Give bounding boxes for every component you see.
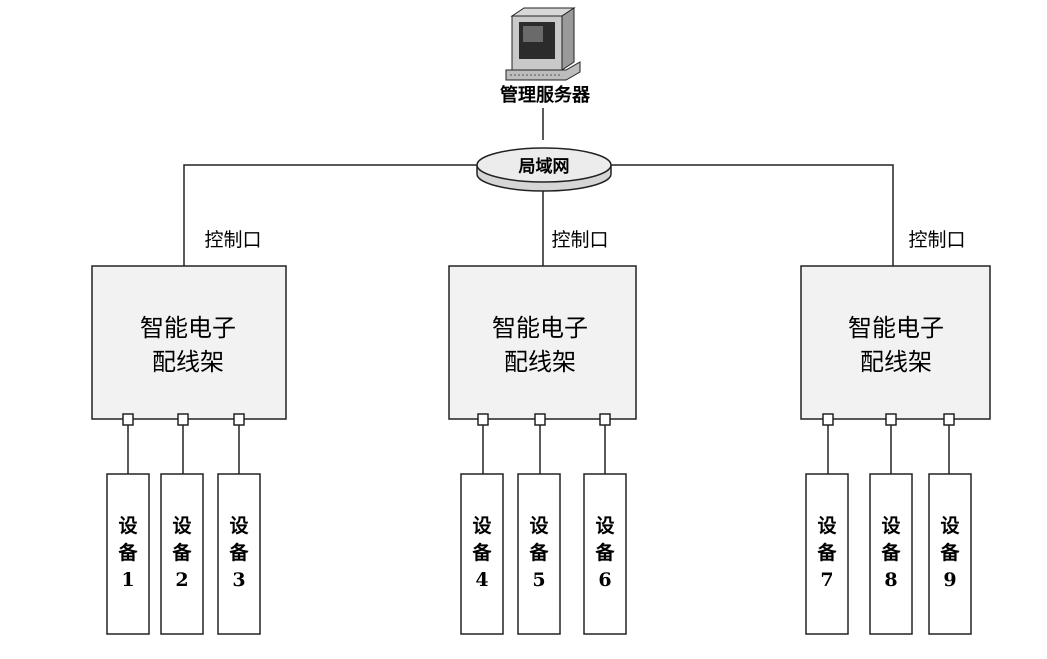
device-3-number: 3 [232,569,245,591]
device-1-char2: 备 [117,541,138,564]
control-port-label-3: 控制口 [908,229,965,251]
device-1-number: 1 [121,569,134,591]
device-labels: 设 备 1 设 备 2 设 备 3 设 备 4 设 备 5 设 备 6 设 备 … [117,515,960,591]
device-box [160,473,204,635]
patch-panel-3: 智能电子 配线架 [800,265,991,474]
device-box [217,473,261,635]
port-connector [177,413,189,426]
network-to-panel1-link [183,164,477,266]
port-connector [599,413,611,426]
panel-box [800,265,991,420]
device-3-char2: 备 [228,541,249,564]
device-5-number: 5 [532,569,545,591]
server-computer-icon [505,7,581,81]
port-connector [233,413,245,426]
port-connector [822,413,834,426]
device-7-char2: 备 [816,541,837,564]
panel-title-line2: 配线架 [504,348,576,376]
connection-lines [183,108,894,266]
device-box [805,473,849,635]
device-8-number: 8 [884,569,897,591]
device-6-char2: 备 [594,541,615,564]
device-7-char1: 设 [817,515,836,537]
panel-title-line2: 配线架 [152,348,224,376]
panel-box [448,265,637,420]
device-4-char1: 设 [472,515,491,537]
control-port-label-1: 控制口 [204,229,261,251]
device-5-char1: 设 [529,515,548,537]
port-connector [885,413,897,426]
lan-network-disk [476,147,612,192]
device-box [928,473,972,635]
device-6-number: 6 [598,569,611,591]
device-box [106,473,150,635]
panel-title-line1: 智能电子 [848,314,944,342]
device-9-char2: 备 [939,541,960,564]
device-9-number: 9 [943,569,956,591]
patch-panel-1: 智能电子 配线架 [91,265,287,474]
device-5-char2: 备 [528,541,549,564]
device-2-char2: 备 [171,541,192,564]
network-to-panel3-link [611,164,894,266]
device-8-char1: 设 [881,515,900,537]
port-connector [122,413,134,426]
panel-title-line2: 配线架 [860,348,932,376]
port-connector [477,413,489,426]
device-4-number: 4 [475,569,488,591]
patch-panel-2: 智能电子 配线架 [448,265,637,474]
panel-title-line1: 智能电子 [492,314,588,342]
device-9-char1: 设 [940,515,959,537]
panel-title-line1: 智能电子 [140,314,236,342]
device-4-char2: 备 [471,541,492,564]
port-connector [534,413,546,426]
control-port-label-2: 控制口 [551,229,608,251]
port-connector [943,413,955,426]
device-box [460,473,504,635]
device-1-char1: 设 [118,515,137,537]
network-label: 局域网 [519,156,570,177]
device-2-char1: 设 [172,515,191,537]
devices [106,473,972,635]
device-box [869,473,913,635]
device-3-char1: 设 [229,515,248,537]
device-box [517,473,561,635]
device-6-char1: 设 [595,515,614,537]
device-2-number: 2 [175,569,188,591]
device-box [583,473,627,635]
device-7-number: 7 [820,569,833,591]
device-8-char2: 备 [880,541,901,564]
panel-box [91,265,287,420]
server-label: 管理服务器 [500,84,591,106]
